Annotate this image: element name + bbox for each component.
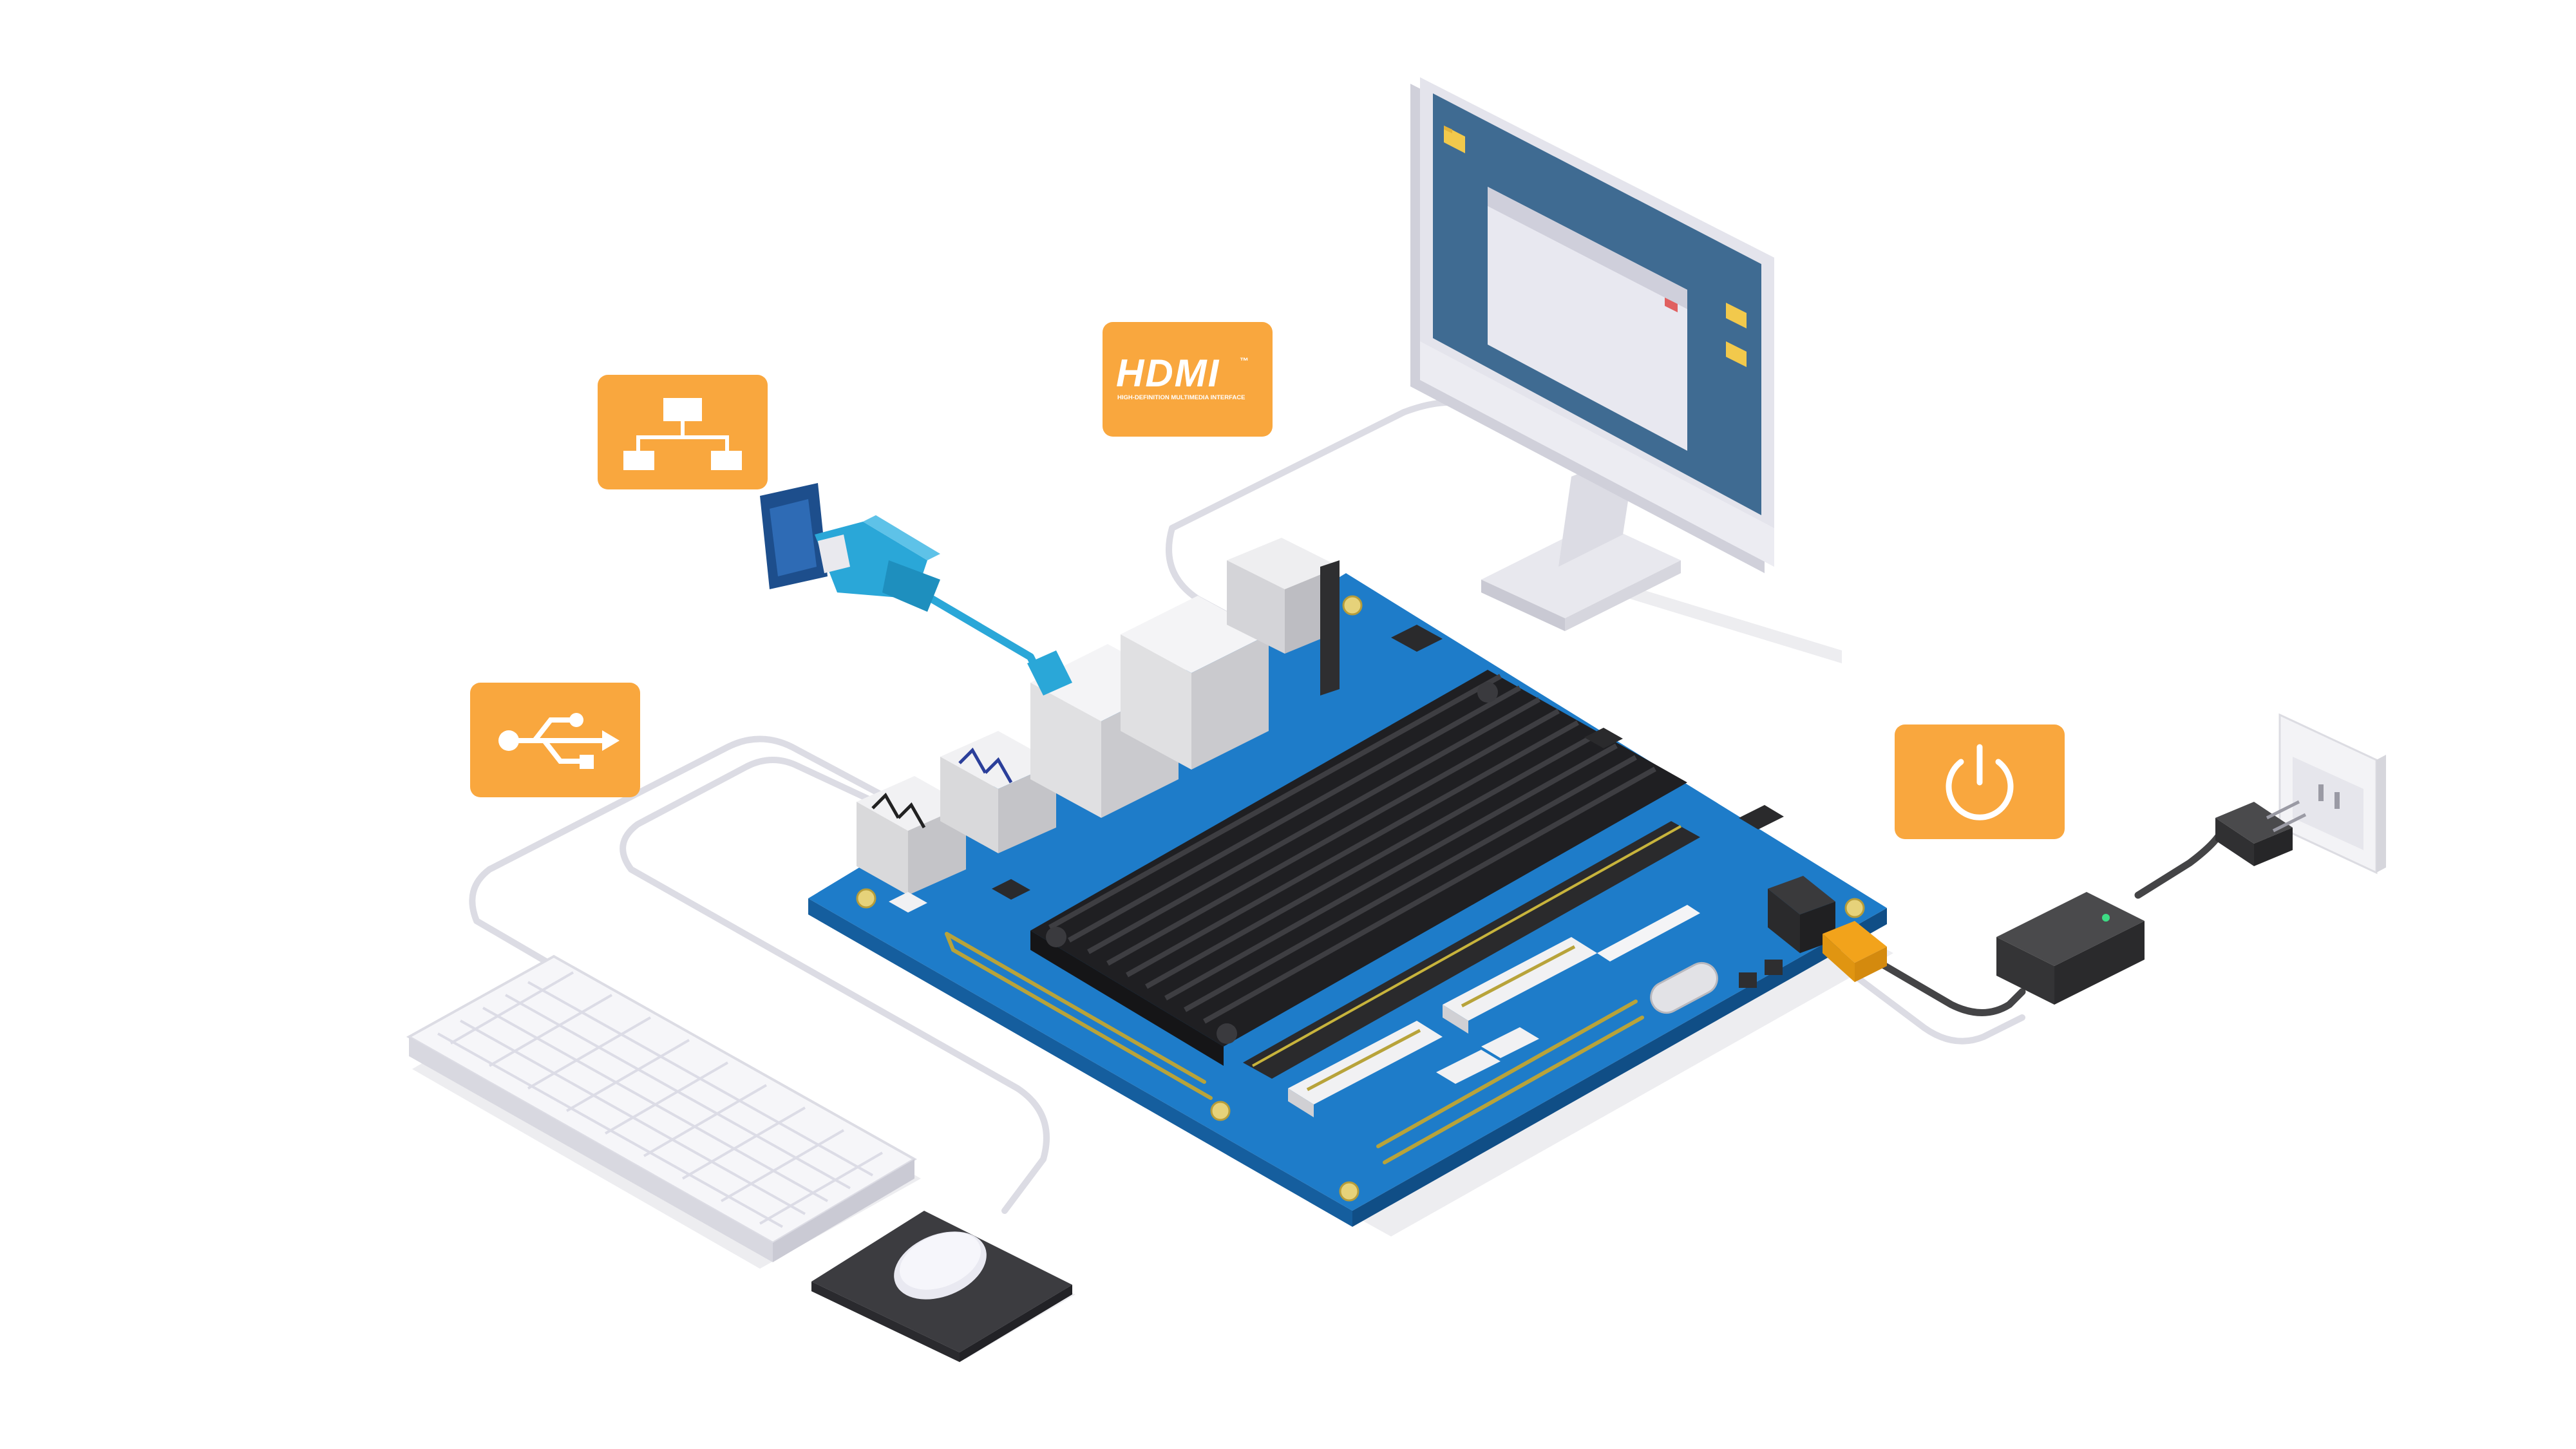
keyboard — [406, 954, 918, 1262]
adapter-to-plug-cable — [2134, 827, 2226, 899]
hdmi-logo-icon: HDMI ™ HIGH-DEFINITION MULTIMEDIA INTERF… — [1116, 352, 1249, 401]
ethernet-cable — [917, 589, 1047, 687]
ethernet-wall-jack — [760, 483, 828, 589]
power-cable-shadow — [1839, 963, 2025, 1045]
wall-plug — [2215, 800, 2307, 866]
power-adapter — [1996, 892, 2145, 1005]
box-header — [1288, 1021, 1443, 1117]
monitor-stand-base — [1481, 522, 1681, 618]
gpio-header — [1376, 999, 1644, 1164]
box-header-small — [1436, 1027, 1539, 1084]
chips — [889, 625, 1784, 913]
heatsink — [1030, 670, 1687, 1066]
heatsink-fins — [1048, 674, 1656, 1024]
usb-badge — [470, 683, 640, 797]
folder-icon — [1444, 126, 1465, 153]
adapter-led — [2102, 914, 2110, 922]
folder-icon — [1726, 341, 1747, 367]
barrel-plug — [1823, 921, 1887, 982]
mouse — [894, 1231, 987, 1300]
power-icon — [1946, 744, 2014, 820]
mouse-cable — [620, 757, 1050, 1214]
fpc-connector — [1597, 905, 1700, 961]
hdmi-badge: HDMI ™ HIGH-DEFINITION MULTIMEDIA INTERF… — [1103, 322, 1273, 437]
ethernet-badge — [598, 375, 768, 489]
single-board-computer — [808, 538, 1887, 1227]
folder-icon — [1726, 303, 1747, 328]
usb-port — [857, 776, 966, 895]
board-button — [1739, 960, 1783, 988]
ethernet-plug-inserted — [1027, 650, 1072, 696]
ethernet-plug — [815, 515, 940, 612]
screen-window — [1488, 187, 1687, 451]
keyboard-keys — [437, 971, 884, 1228]
monitor — [1410, 77, 1774, 631]
hdmi-tm: ™ — [1240, 355, 1249, 366]
hdmi-logo-text: HDMI — [1116, 352, 1220, 395]
memory-slot — [1243, 821, 1700, 1079]
usb-c-port — [1650, 961, 1718, 1014]
wall-outlet — [2278, 713, 2386, 875]
mounting-holes — [856, 595, 1865, 1202]
usb-icon — [498, 713, 620, 769]
gpio-header — [945, 932, 1213, 1100]
keyboard-cable — [469, 735, 892, 969]
hdmi-port — [1227, 538, 1340, 696]
network-icon — [623, 398, 742, 470]
window-close-icon — [1665, 298, 1678, 312]
power-cable — [1870, 956, 2026, 1016]
power-badge — [1895, 724, 2065, 839]
hdmi-logo-subtext: HIGH-DEFINITION MULTIMEDIA INTERFACE — [1117, 394, 1245, 401]
box-header — [1443, 937, 1597, 1034]
usb-port — [940, 731, 1056, 853]
